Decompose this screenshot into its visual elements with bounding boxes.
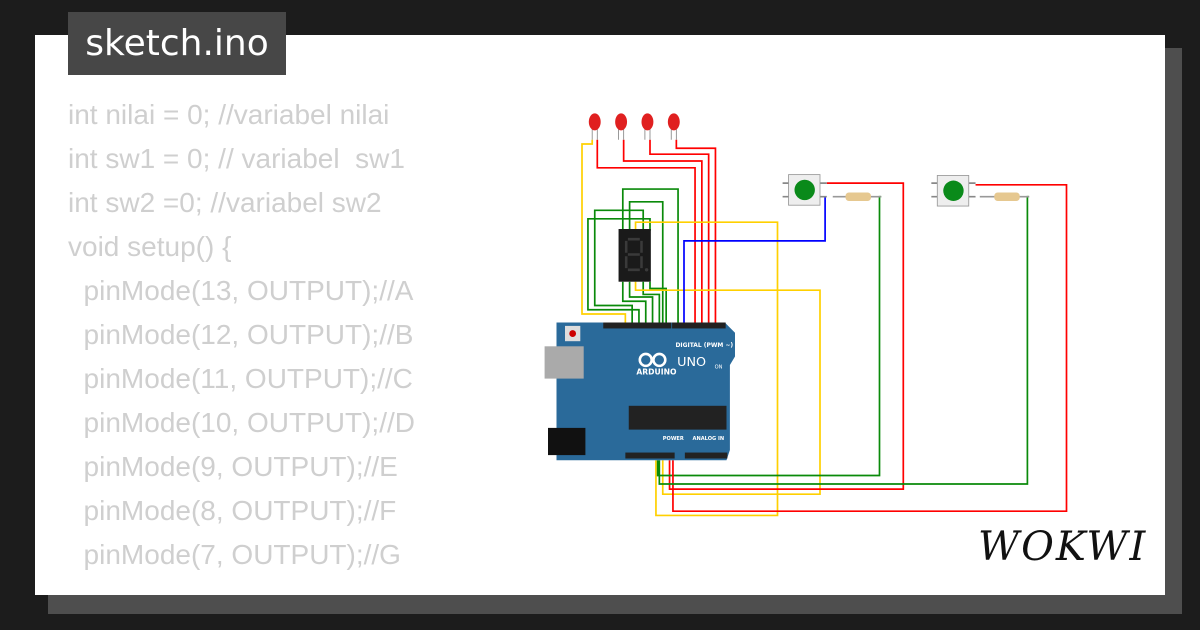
arduino-logo-icon <box>638 352 667 368</box>
digital-label: DIGITAL (PWM ~) <box>676 342 734 349</box>
code-line: int sw2 =0; //variabel sw2 <box>68 187 382 218</box>
wire <box>634 281 821 496</box>
wire <box>672 183 1068 513</box>
arduino-uno-board: DIGITAL (PWM ~) ARDUINO UNO ON POWER ANA… <box>544 322 735 461</box>
wire <box>593 209 645 326</box>
code-line: pinMode(9, OUTPUT);//E <box>68 451 398 482</box>
code-line: pinMode(10, OUTPUT);//D <box>68 407 415 438</box>
seven-segment-display <box>618 229 651 282</box>
reset-button <box>569 330 577 337</box>
code-line: pinMode(11, OUTPUT);//C <box>68 363 413 394</box>
brand-label: ARDUINO <box>636 367 677 376</box>
on-label: ON <box>715 364 723 370</box>
usb-port <box>544 346 584 379</box>
led-2 <box>615 113 628 140</box>
wokwi-logo: WOKWI <box>978 524 1148 570</box>
code-line: int nilai = 0; //variabel nilai <box>68 99 390 130</box>
wire <box>628 200 664 326</box>
code-line: pinMode(8, OUTPUT);//F <box>68 495 397 526</box>
model-label: UNO <box>677 355 706 370</box>
led-1 <box>588 113 601 140</box>
power-label: POWER <box>663 436 684 442</box>
resistor-1 <box>832 192 882 201</box>
led-4 <box>667 113 680 140</box>
sketch-title: sketch.ino <box>68 12 286 75</box>
wire <box>587 217 651 326</box>
resistor-2 <box>979 192 1030 201</box>
wire <box>642 281 661 326</box>
code-line: pinMode(13, OUTPUT);//A <box>68 275 414 306</box>
pushbutton-2[interactable] <box>931 175 976 207</box>
led-3 <box>641 113 654 140</box>
wire <box>634 221 779 517</box>
atmega-chip <box>628 405 727 430</box>
wire <box>675 139 717 326</box>
pushbutton-1[interactable] <box>782 174 827 206</box>
code-line: pinMode(7, OUTPUT);//G <box>68 539 401 570</box>
digital-header-high <box>603 322 672 329</box>
wire <box>649 281 668 326</box>
digital-header-low <box>672 322 726 329</box>
wire <box>596 139 696 326</box>
wire <box>581 139 627 326</box>
wire <box>668 182 905 490</box>
power-jack <box>548 427 586 456</box>
analog-label: ANALOG IN <box>693 436 725 442</box>
code-line: pinMode(12, OUTPUT);//B <box>68 319 414 350</box>
wire <box>622 139 703 326</box>
code-line: int sw1 = 0; // variabel sw1 <box>68 143 405 174</box>
code-line: void setup() { <box>68 231 232 262</box>
code-background: int nilai = 0; //variabel nilai int sw1 =… <box>68 93 415 577</box>
wire <box>683 196 826 326</box>
preview-card: int nilai = 0; //variabel nilai int sw1 =… <box>35 35 1165 595</box>
wire <box>628 281 654 326</box>
wire <box>621 281 647 326</box>
led-group <box>588 113 680 140</box>
